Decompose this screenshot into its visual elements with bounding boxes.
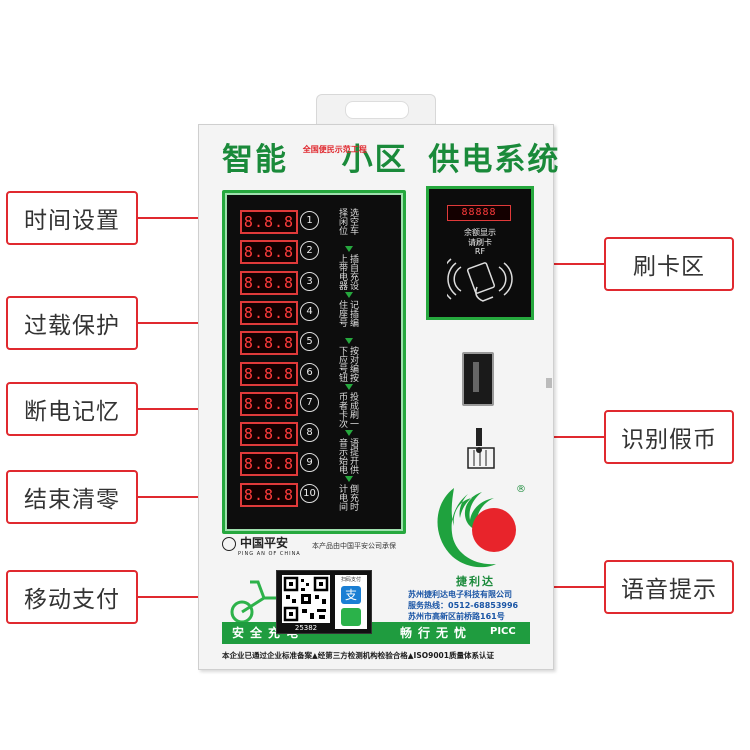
band-right-text: 畅行无忧 [400,626,473,640]
channel-timer-display: 8.8.8 [240,331,298,356]
rf-card-reader[interactable]: 88888 余额显示 请刷卡 RF [426,186,534,320]
instruction-text: 计电间 [337,484,347,511]
channel-button[interactable]: 1 [300,211,319,230]
qr-code-icon [283,576,329,622]
company-logo: ® [424,478,530,574]
flame-logo-icon [437,488,516,568]
cabinet-title: 智能 全国便民示范工程 小区 供电系统 [222,142,561,178]
callout-line [520,586,605,588]
channel-button[interactable]: 10 [300,483,319,503]
instruction-text: 音示始电 [337,438,347,474]
callout-mobile-pay: 移动支付 [6,570,138,624]
channel-button[interactable]: 4 [300,301,319,321]
channel-button[interactable]: 3 [300,271,319,291]
channel-timer-display: 8.8.8 [240,300,298,325]
certification-note: 本企业已通过企业标准备案▲经第三方检测机构检验合格▲ISO9001质量体系认证 [222,651,494,660]
callout-coin-detect: 识别假币 [604,410,734,464]
channel-timer-display: 8.8.8 [240,391,298,416]
step-arrow-icon [345,476,353,482]
callout-voice-prompt: 语音提示 [604,560,734,614]
step-arrow-icon [345,246,353,252]
instruction-text: 按对编按 [348,346,358,382]
qr-payment-panel[interactable]: 25382 扫码支付 支 [276,570,372,634]
qr-code[interactable] [282,575,330,623]
instruction-text: 语提开供 [348,438,358,474]
callout-time-setting: 时间设置 [6,191,138,245]
step-arrow-icon [345,430,353,436]
rf-card-icon [447,258,513,302]
registered-mark: ® [516,484,526,495]
step-arrow-icon [345,338,353,344]
callout-card-area: 刷卡区 [604,237,734,291]
channel-timer-display: 8.8.8 [240,452,298,477]
balance-display: 88888 [447,205,511,221]
callout-power-memory: 断电记忆 [6,382,138,436]
wechat-pay-icon [341,608,361,626]
instruction-text: 下应号钮 [337,346,347,382]
ping-an-logo: 中国平安 PING AN OF CHINA [222,534,301,557]
ping-an-icon [222,536,236,551]
company-info: 苏州捷利达电子科技有限公司 服务热线：0512-68853996 苏州市高新区前… [408,590,519,621]
channel-timer-display: 8.8.8 [240,240,298,265]
coin-slot[interactable] [462,352,494,406]
hanger-hole [345,101,409,119]
channel-timer-display: 8.8.8 [240,482,298,507]
instruction-text: 择闲位 [337,208,347,235]
callout-line [138,322,252,324]
instruction-text: 记插编 [348,300,358,327]
alipay-icon: 支 [341,586,361,604]
channel-timer-display: 8.8.8 [240,361,298,386]
step-arrow-icon [345,292,353,298]
callout-reset: 结束清零 [6,470,138,524]
coin-insert-icon [467,428,495,469]
channel-timer-display: 8.8.8 [240,422,298,447]
picc-logo: PICC [490,626,516,637]
callout-line [138,496,252,498]
channel-button[interactable]: 5 [300,332,319,352]
callout-overload-protection: 过载保护 [6,296,138,350]
channel-button[interactable]: 6 [300,362,319,382]
callout-line [138,408,252,410]
insured-note: 本产品由中国平安公司承保 [312,542,396,550]
title-tag: 全国便民示范工程 [302,145,367,154]
company-name: 捷利达 [456,575,495,588]
channel-timer-display: 8.8.8 [240,210,298,234]
channel-timer-display: 8.8.8 [240,270,298,295]
instruction-text: 住座号 [337,300,347,327]
channel-button[interactable]: 7 [300,392,319,412]
instruction-text: 插自充设 [348,254,358,290]
channel-button[interactable]: 2 [300,241,319,261]
instruction-text: 倒充时 [348,484,358,511]
instruction-text: 币者卡次 [337,392,347,428]
instruction-text: 上带电器 [337,254,347,290]
callout-line [138,217,248,219]
instruction-text: 投成刷一 [348,392,358,428]
side-latch [546,378,552,388]
step-arrow-icon [345,384,353,390]
instruction-text: 选空车 [348,208,358,235]
qr-code-id: 25382 [294,624,318,632]
channel-button[interactable]: 8 [300,423,319,443]
payment-methods: 扫码支付 支 [335,575,367,629]
channel-button[interactable]: 9 [300,453,319,473]
